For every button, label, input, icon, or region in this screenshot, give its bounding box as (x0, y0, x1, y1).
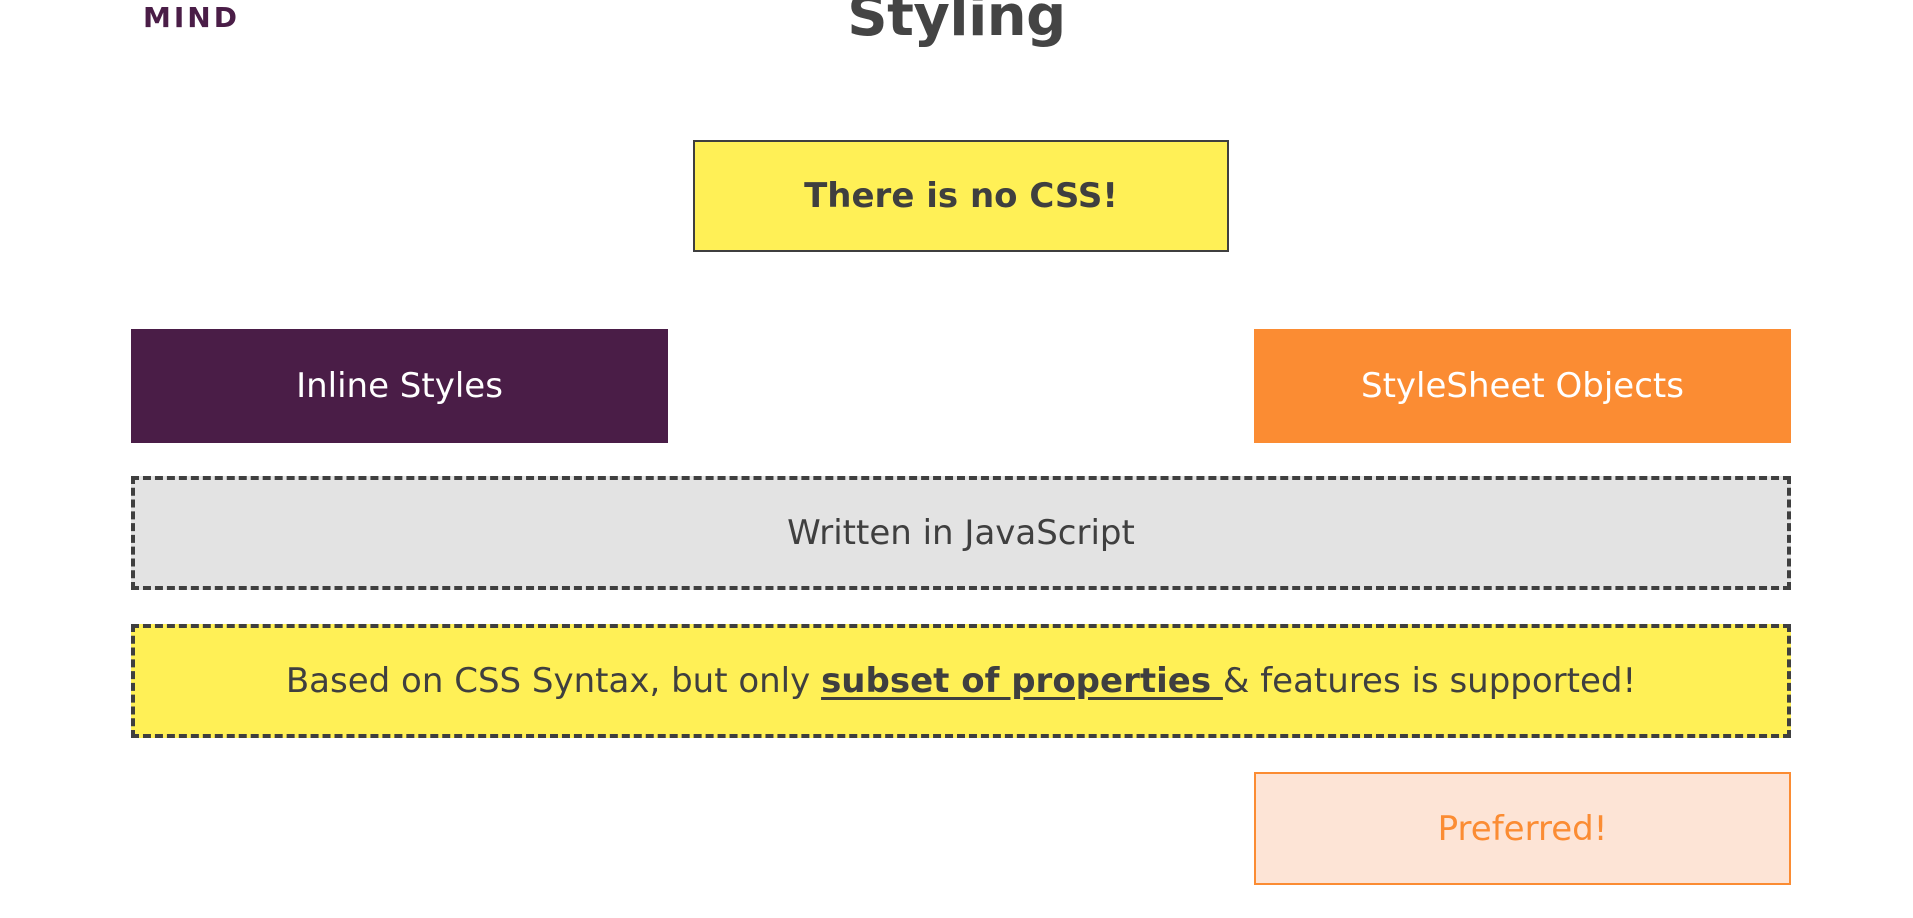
css-syntax-suffix: & features is supported! (1222, 661, 1637, 701)
written-in-javascript-box: Written in JavaScript (131, 476, 1791, 590)
preferred-box: Preferred! (1254, 772, 1791, 885)
no-css-label: There is no CSS! (804, 176, 1118, 216)
mind-logo: MIND (143, 1, 240, 34)
css-syntax-prefix: Based on CSS Syntax, but only (285, 661, 822, 701)
css-syntax-sentence: Based on CSS Syntax, but only subset of … (286, 661, 1636, 701)
inline-styles-box: Inline Styles (131, 329, 668, 443)
preferred-label: Preferred! (1437, 808, 1608, 849)
stylesheet-objects-box: StyleSheet Objects (1254, 329, 1791, 443)
written-in-javascript-label: Written in JavaScript (787, 513, 1135, 553)
stylesheet-objects-label: StyleSheet Objects (1361, 366, 1684, 406)
no-css-box: There is no CSS! (693, 140, 1229, 252)
css-syntax-box: Based on CSS Syntax, but only subset of … (131, 624, 1791, 738)
inline-styles-label: Inline Styles (296, 366, 503, 406)
subset-of-properties-emphasis: subset of properties (821, 661, 1223, 701)
slide-title: Styling (847, 0, 1066, 49)
